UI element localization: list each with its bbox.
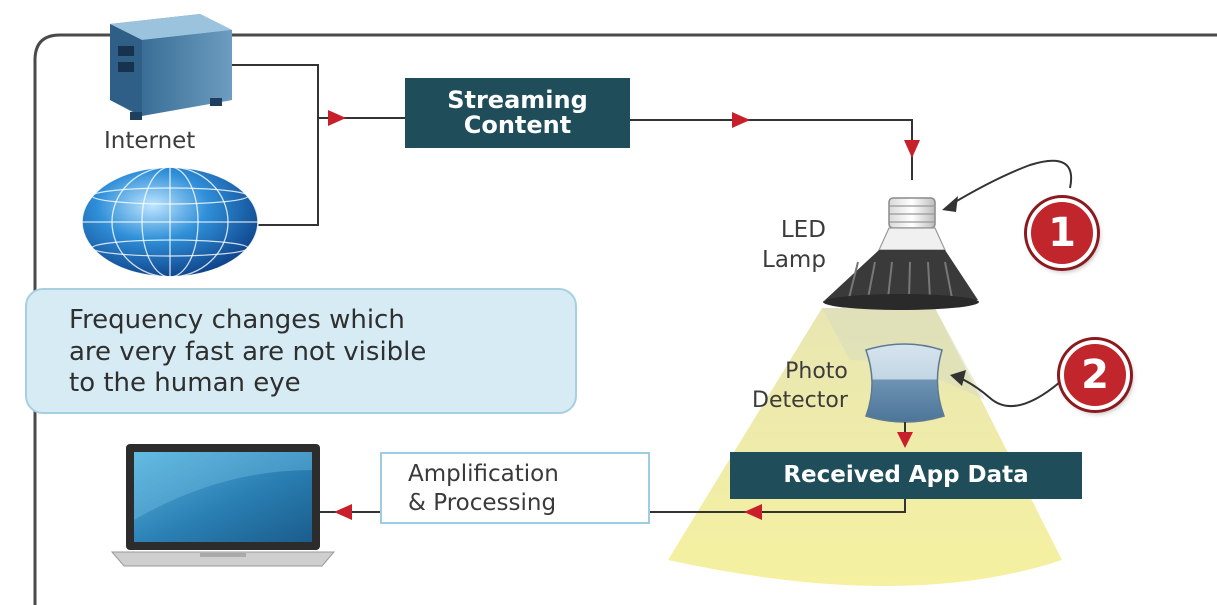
outer-frame: [33, 33, 1217, 605]
globe-graphic: [81, 166, 259, 278]
led-lamp-graphic: [823, 197, 979, 310]
arrow-down-1: [904, 140, 920, 158]
step-badge-1: 1: [1027, 198, 1097, 268]
line-received-to-processing: [648, 498, 906, 513]
arrow-left-2: [334, 504, 352, 520]
pointer-arrow-1: [949, 159, 1073, 206]
photo-detector-label: Photo Detector: [752, 359, 848, 413]
amplification-processing-box: Amplification & Processing: [380, 452, 650, 524]
received-app-data-box: Received App Data: [730, 452, 1082, 499]
note-bubble: Frequency changes which are very fast ar…: [25, 288, 577, 414]
amplification-processing-label: Amplification & Processing: [408, 461, 559, 516]
step-badge-2: 2: [1060, 340, 1130, 410]
connector-globe: [258, 118, 319, 226]
pointer-arrow-2: [959, 377, 1061, 407]
received-app-data-label: Received App Data: [783, 462, 1029, 489]
note-text: Frequency changes which are very fast ar…: [69, 305, 427, 399]
server-graphic: [110, 14, 232, 120]
internet-label: Internet: [104, 128, 196, 154]
streaming-content-box: Streaming Content: [405, 78, 630, 148]
line-streaming-to-lamp: [630, 119, 913, 180]
connector-server: [232, 64, 319, 118]
arrow-left-1: [744, 504, 762, 520]
photo-detector-graphic: [865, 343, 945, 423]
arrow-right-1: [328, 110, 346, 126]
laptop-graphic: [110, 444, 336, 567]
arrow-right-2: [732, 112, 750, 128]
streaming-content-label: Streaming Content: [447, 85, 588, 139]
led-lamp-label: LED Lamp: [762, 217, 826, 273]
arrow-down-2: [897, 432, 913, 448]
